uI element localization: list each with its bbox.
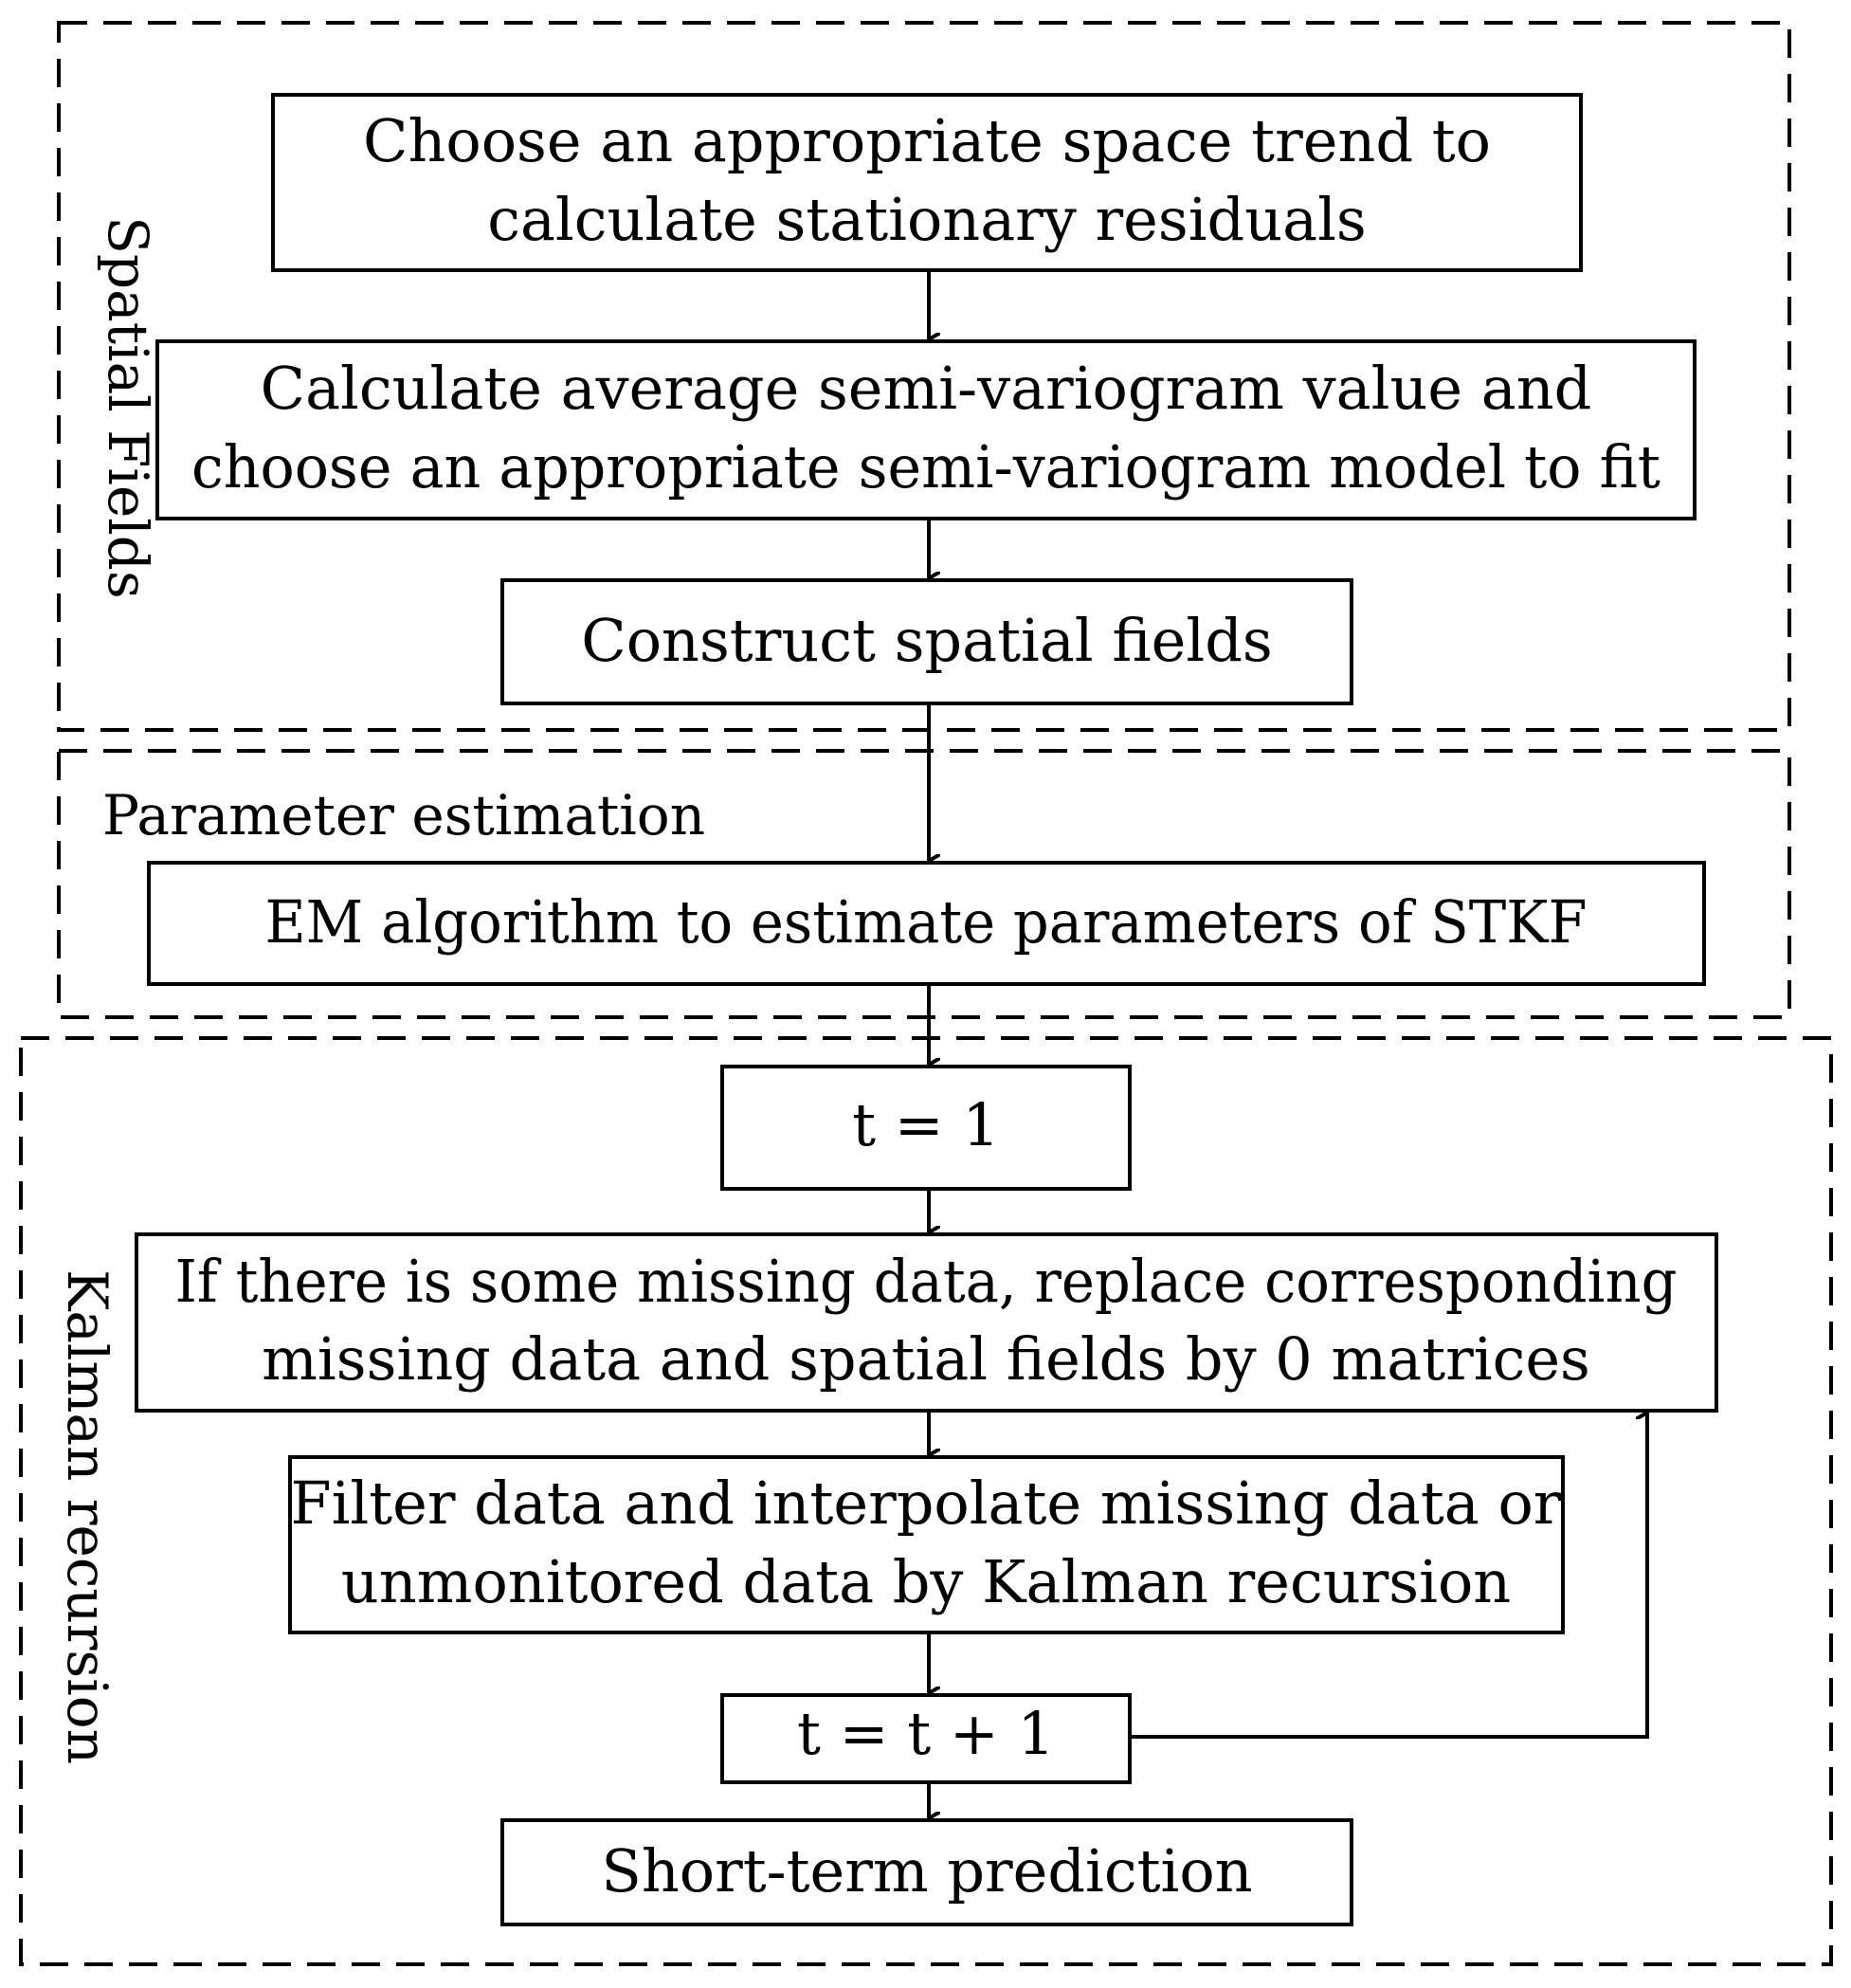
space-trend-line-2: calculate stationary residuals [487,185,1367,254]
space-trend-box [271,93,1583,272]
construct-fields-text: Construct spatial fields [581,606,1272,675]
kalman-recursion-label: Kalman recursion [55,1269,119,1764]
em-algorithm-box [147,861,1706,986]
em-algorithm-text: EM algorithm to estimate parameters of S… [265,887,1588,957]
prediction-text: Short-term prediction [601,1836,1252,1906]
t-increment-box [720,1693,1132,1784]
prediction-box [500,1818,1353,1926]
semi-variogram-box [155,339,1697,520]
construct-fields-box [500,578,1353,705]
t-init-text: t = 1 [852,1090,1000,1159]
semi-variogram-line-2: choose an appropriate semi-variogram mod… [191,432,1660,502]
semi-variogram-line-1: Calculate average semi-variogram value a… [261,354,1592,423]
parameter-estimation-label: Parameter estimation [102,783,705,848]
space-trend-line-1: Choose an appropriate space trend to [363,106,1491,175]
missing-data-line-1: If there is some missing data, replace c… [175,1247,1678,1316]
filter-interpolate-line-2: unmonitored data by Kalman recursion [341,1547,1511,1616]
parameter-estimation-region [57,749,1791,1019]
filter-interpolate-box [288,1455,1565,1634]
t-init-box [720,1065,1132,1191]
missing-data-line-2: missing data and spatial fields by 0 mat… [262,1324,1590,1394]
spatial-fields-label: Spatial Fields [96,216,160,598]
spatial-fields-region [57,21,1791,732]
kalman-recursion-region [19,1036,1833,1966]
filter-interpolate-line-1: Filter data and interpolate missing data… [291,1468,1562,1538]
t-increment-text: t = t + 1 [797,1699,1055,1768]
missing-data-box [135,1232,1718,1413]
loop-back-arrow [1130,1413,1649,1739]
